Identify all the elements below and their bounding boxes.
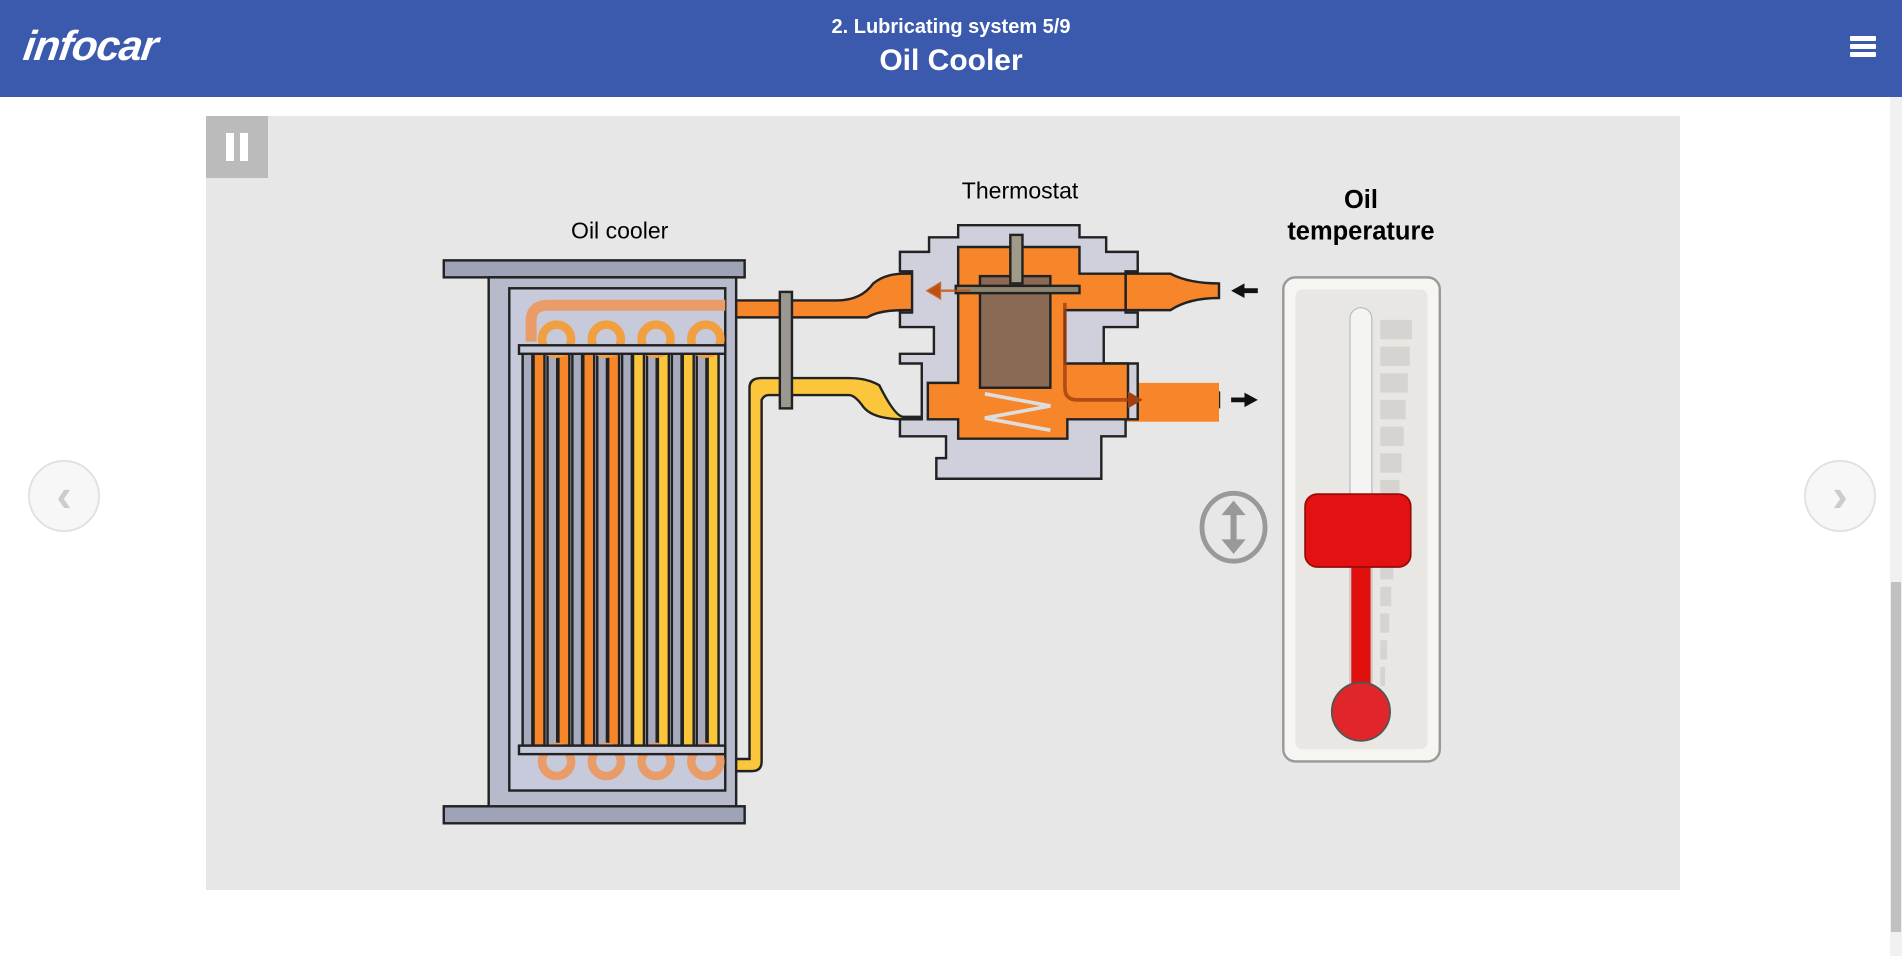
scale-tick — [1380, 426, 1404, 446]
cooler-fin — [521, 352, 534, 747]
hamburger-icon[interactable] — [1850, 36, 1876, 58]
cooler-fin — [596, 352, 609, 747]
oil-temperature-gauge[interactable] — [1282, 276, 1442, 763]
cooler-tube — [606, 352, 621, 747]
gauge-label-oil: Oil — [1344, 186, 1378, 214]
scale-tick — [1380, 346, 1410, 366]
cooler-fin — [620, 352, 634, 747]
cooler-fin — [670, 352, 683, 747]
scale-tick — [1380, 373, 1408, 393]
scrollbar-thumb[interactable] — [1891, 582, 1901, 932]
page-title: Oil Cooler — [879, 44, 1023, 77]
animation-panel: Oil cooler Thermostat Oil temperature — [206, 116, 1680, 890]
temperature-slider-knob[interactable] — [1304, 493, 1412, 568]
cooler-fin — [571, 352, 584, 747]
arrow-right-icon — [1231, 392, 1258, 408]
scale-tick — [1380, 613, 1390, 633]
cooler-tube — [706, 352, 720, 747]
gauge-label-temperature: temperature — [1287, 218, 1434, 246]
up-down-drag-icon[interactable] — [1199, 490, 1268, 564]
cooler-fin — [695, 352, 708, 747]
chapter-progress: 2. Lubricating system 5/9 — [831, 16, 1071, 38]
pause-icon-bar — [240, 133, 248, 161]
top-bar: infocar 2. Lubricating system 5/9 Oil Co… — [0, 0, 1902, 97]
pause-button[interactable] — [206, 116, 268, 178]
scale-tick — [1380, 399, 1406, 420]
scale-tick — [1380, 586, 1392, 607]
prev-slide-button[interactable]: ‹ — [28, 460, 100, 532]
scale-tick — [1380, 666, 1386, 687]
cooler-tube — [582, 352, 596, 747]
scale-tick — [1380, 319, 1412, 340]
cooler-tube — [532, 352, 546, 747]
cooler-fin — [546, 352, 559, 747]
pause-icon — [226, 133, 234, 161]
scrollbar[interactable] — [1890, 97, 1902, 956]
chevron-left-icon: ‹ — [56, 469, 72, 521]
arrow-left-icon — [1231, 283, 1258, 298]
oil-cooler-diagram: Oil cooler Thermostat Oil temperature — [442, 177, 1442, 825]
oil-cooler — [442, 259, 746, 825]
oil-cooler-label: Oil cooler — [571, 218, 669, 244]
flow-direction-arrows — [1231, 283, 1258, 408]
cooler-tube — [656, 352, 671, 747]
thermometer-bulb — [1330, 681, 1391, 742]
chevron-right-icon: › — [1832, 469, 1848, 521]
cooler-tube — [557, 352, 571, 747]
scale-tick — [1380, 640, 1388, 660]
cooler-tube — [631, 352, 646, 747]
thermostat — [898, 223, 1143, 480]
cooler-tube — [681, 352, 695, 747]
cooler-fin — [645, 352, 658, 747]
mercury-column — [1351, 530, 1371, 698]
next-slide-button[interactable]: › — [1804, 460, 1876, 532]
thermostat-label: Thermostat — [962, 177, 1079, 203]
scale-tick — [1380, 453, 1402, 473]
